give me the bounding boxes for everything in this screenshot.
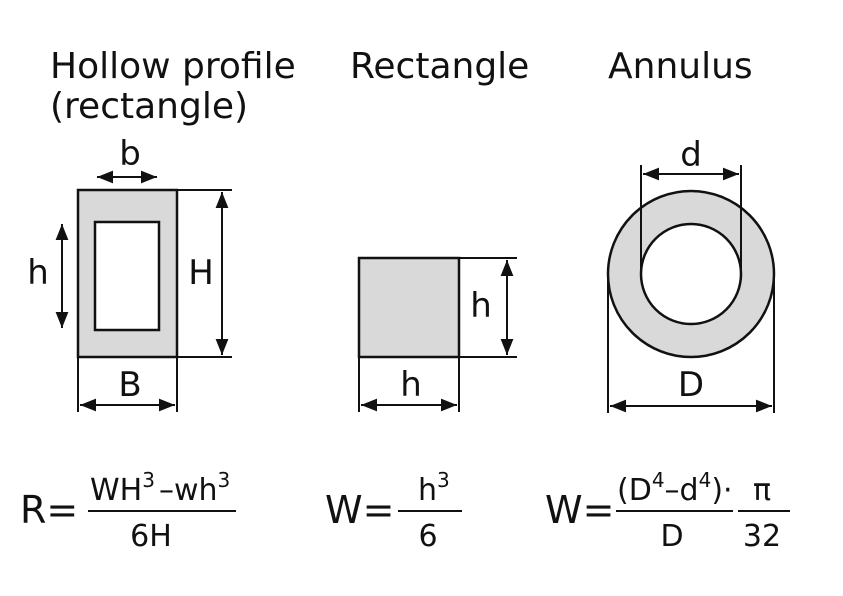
title-annulus: Annulus bbox=[608, 46, 753, 87]
formula-annulus-numerator: (D4–d4)· bbox=[617, 468, 733, 508]
dim-label-d: d bbox=[680, 135, 702, 175]
dim-label-B: B bbox=[118, 365, 141, 405]
formula-hollow-numerator: WH3–wh3 bbox=[90, 468, 230, 508]
hollow-inner-rect bbox=[93, 220, 161, 332]
formula-annulus-pi-denominator: 32 bbox=[743, 519, 781, 554]
formula-rect-lhs: W= bbox=[325, 488, 394, 532]
formula-rect-denominator: 6 bbox=[418, 519, 437, 554]
dim-label-b: b bbox=[119, 134, 141, 174]
title-hollow-rectangle: (rectangle) bbox=[50, 86, 248, 127]
hollow-profile-shape bbox=[76, 188, 179, 359]
dim-label-rect-h-side: h bbox=[470, 286, 492, 326]
dim-label-D: D bbox=[678, 365, 704, 405]
annulus-shape bbox=[606, 189, 776, 359]
title-hollow-profile: Hollow profile bbox=[50, 46, 296, 87]
rectangle-shape bbox=[357, 256, 461, 359]
formula-annulus-pi: π bbox=[753, 473, 771, 508]
formula-annulus-lhs: W= bbox=[545, 488, 614, 532]
title-rectangle: Rectangle bbox=[350, 46, 529, 87]
annulus-inner-circle bbox=[639, 222, 743, 326]
dim-label-rect-h-bottom: h bbox=[400, 365, 422, 405]
formula-annulus-denominator: D bbox=[660, 519, 683, 554]
dim-label-h-hollow: h bbox=[27, 253, 49, 293]
formula-rect-numerator: h3 bbox=[418, 468, 450, 508]
dim-label-H: H bbox=[188, 253, 214, 293]
formula-hollow-lhs: R= bbox=[20, 488, 78, 532]
formula-hollow-denominator: 6H bbox=[130, 519, 172, 554]
